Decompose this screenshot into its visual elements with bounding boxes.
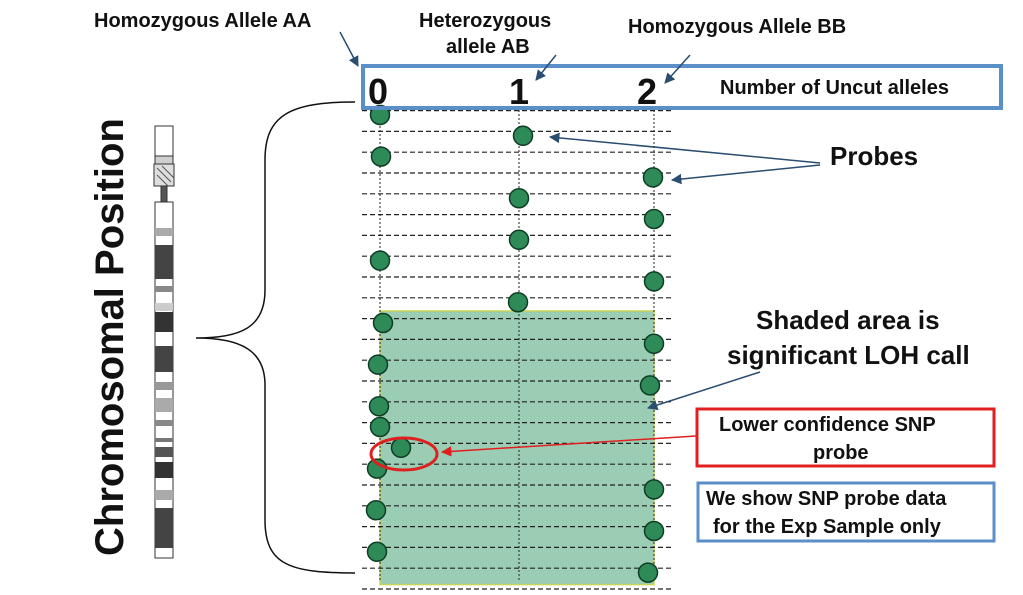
shaded-area-label-line1: Shaded area is bbox=[756, 305, 940, 335]
exp-sample-label-line1: We show SNP probe data bbox=[706, 488, 947, 510]
probe-dot bbox=[368, 395, 390, 417]
region-brace bbox=[195, 101, 356, 574]
heterozygous-label-line1: Heterozygous bbox=[419, 10, 551, 32]
lower-confidence-probe-dot bbox=[390, 437, 412, 459]
chromosome-ideogram bbox=[153, 125, 175, 559]
arrow-shaded bbox=[647, 371, 761, 411]
arrow-aa bbox=[339, 31, 359, 67]
probe-dot bbox=[372, 312, 394, 334]
arrow-probe-1 bbox=[548, 132, 821, 164]
probe-dot bbox=[365, 499, 387, 521]
probes-label: Probes bbox=[830, 141, 918, 171]
probe-dot bbox=[642, 167, 664, 188]
probe-dot bbox=[369, 416, 391, 438]
probe-dot bbox=[643, 520, 665, 542]
lower-confidence-label-line1: Lower confidence SNP bbox=[719, 414, 936, 436]
uncut-alleles-box bbox=[361, 64, 1003, 110]
probe-dot bbox=[507, 291, 529, 313]
probe-dot bbox=[369, 250, 391, 271]
probe-dot bbox=[643, 271, 665, 292]
axis-label-2: 2 bbox=[637, 71, 657, 112]
lower-confidence-label-line2: probe bbox=[813, 442, 869, 464]
probe-dots bbox=[365, 104, 665, 583]
probe-dot bbox=[637, 562, 659, 583]
homozygous-bb-label: Homozygous Allele BB bbox=[628, 16, 846, 38]
probe-dot bbox=[639, 375, 661, 396]
arrow-probe-2 bbox=[670, 164, 821, 185]
axis-label-1: 1 bbox=[509, 71, 529, 112]
probe-dot bbox=[643, 333, 665, 355]
exp-sample-box bbox=[696, 481, 996, 543]
probe-dot bbox=[508, 187, 530, 209]
uncut-alleles-label: Number of Uncut alleles bbox=[720, 77, 949, 99]
lower-confidence-box bbox=[695, 407, 996, 468]
probe-dot bbox=[370, 146, 392, 167]
probe-dot bbox=[512, 125, 534, 147]
shaded-area-label-line2: significant LOH call bbox=[727, 340, 970, 370]
probe-dot bbox=[508, 229, 530, 251]
lower-confidence-ring bbox=[369, 436, 439, 472]
exp-sample-label-line2: for the Exp Sample only bbox=[713, 516, 942, 538]
probe-dot bbox=[643, 479, 665, 500]
probe-dot bbox=[369, 104, 391, 126]
arrow-ab bbox=[535, 54, 557, 81]
probe-dot bbox=[643, 208, 665, 230]
heterozygous-label-line2: allele AB bbox=[446, 36, 530, 58]
chromosomal-position-label: Chromosomal Position bbox=[88, 118, 132, 556]
axis-label-0: 0 bbox=[368, 71, 388, 112]
homozygous-aa-label: Homozygous Allele AA bbox=[94, 10, 311, 32]
probe-dot bbox=[367, 354, 389, 375]
probe-dot bbox=[366, 541, 388, 563]
arrow-lower-confidence bbox=[440, 435, 697, 457]
arrow-bb bbox=[664, 54, 691, 84]
